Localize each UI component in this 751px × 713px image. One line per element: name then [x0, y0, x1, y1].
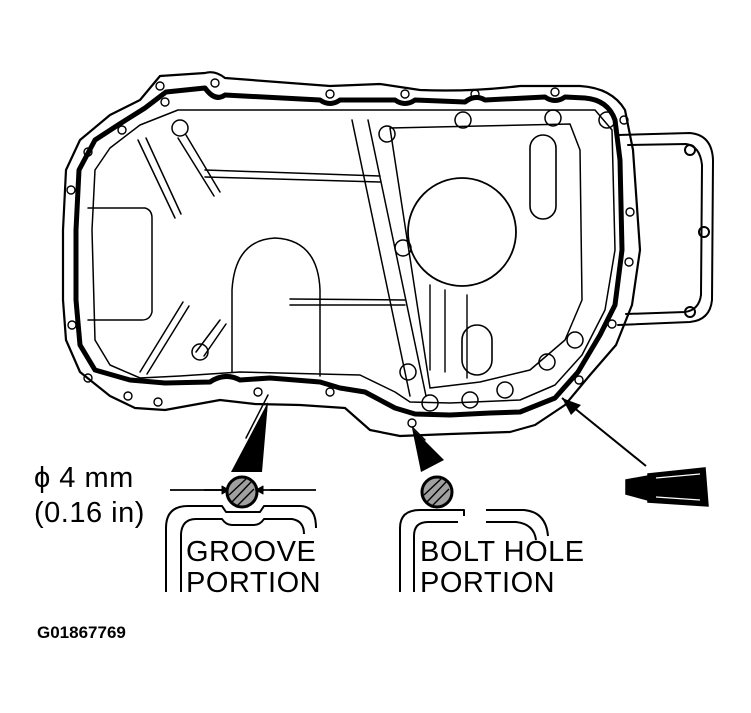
bolt-hole-cross-section — [399, 475, 549, 592]
bolt-hole-portion-label: BOLT HOLE — [420, 536, 585, 568]
flange-bolt-holes — [66, 78, 635, 428]
groove-leader-line — [245, 394, 269, 439]
pan-ribs — [137, 134, 406, 375]
right-compartment — [389, 123, 583, 389]
lower-oval — [461, 324, 493, 376]
groove-pointer-arrow — [231, 402, 268, 472]
pan-bosses — [171, 109, 616, 412]
side-housing — [617, 132, 714, 326]
sealant-bead-path — [73, 85, 625, 418]
pan-inner-wall — [91, 109, 616, 404]
upper-slot — [529, 134, 557, 220]
diameter-label: ϕ 4 mm — [34, 462, 134, 494]
bolt-pointer-arrow — [412, 428, 444, 472]
groove-portion-label-line2: PORTION — [186, 567, 322, 599]
strainer-circle — [407, 177, 517, 287]
bolt-hole-portion-label-line2: PORTION — [420, 567, 556, 599]
figure-code: G01867769 — [37, 623, 126, 642]
pan-divider — [351, 119, 427, 397]
center-arch — [231, 237, 321, 377]
sealant-tube-icon — [561, 397, 709, 507]
groove-cross-section — [165, 475, 317, 592]
bolt-leader-line — [411, 426, 426, 441]
left-recess — [87, 207, 153, 321]
groove-portion-label: GROOVE — [186, 536, 317, 568]
diameter-inch-label: (0.16 in) — [34, 497, 145, 529]
pan-flange-outline — [61, 71, 642, 438]
